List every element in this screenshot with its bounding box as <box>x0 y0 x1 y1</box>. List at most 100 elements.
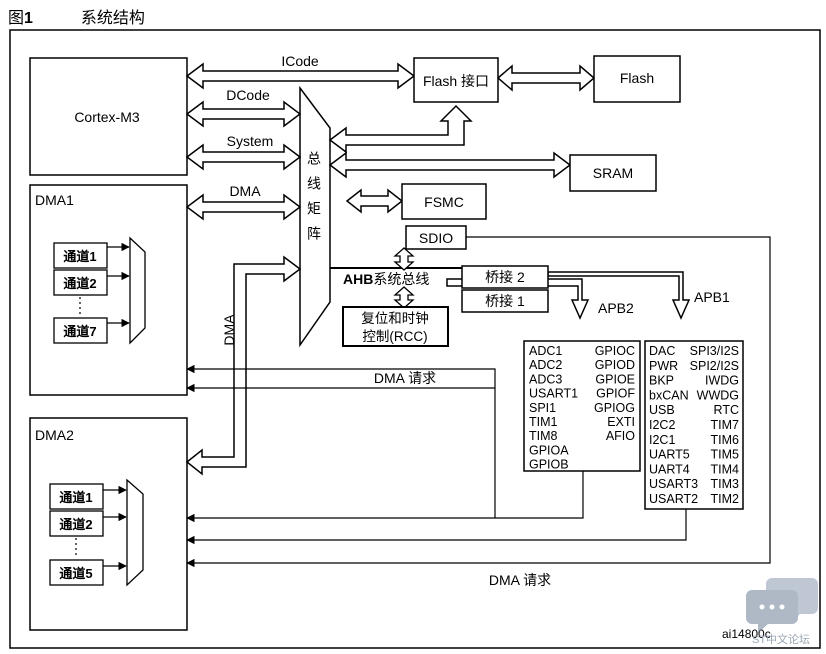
bus-matrix-char-1: 总 <box>307 151 321 167</box>
fsmc-label: FSMC <box>424 194 464 210</box>
apb1-peripheral-tim2: TIM2 <box>711 492 740 506</box>
apb1-peripheral-spi2-i2s: SPI2/I2S <box>690 359 739 373</box>
apb2-peripheral-tim8: TIM8 <box>529 429 558 443</box>
dma2-channel-5-box <box>49 559 104 586</box>
apb2-peripheral-tim1: TIM1 <box>529 415 558 429</box>
dma-request-line-3 <box>186 509 687 545</box>
dma-request-line-1 <box>186 364 496 518</box>
system-label: System <box>227 133 274 149</box>
flash-interface-box <box>413 57 499 103</box>
apb2-peripheral-gpiob: GPIOB <box>529 458 569 472</box>
apb1-peripheral-usart2: USART2 <box>649 492 698 506</box>
apb2-peripheral-adc3: ADC3 <box>529 372 562 386</box>
figure-title: 图1 系统结构 <box>8 4 145 28</box>
sram-box <box>569 154 657 192</box>
figure-title-number: 1 <box>24 10 33 27</box>
flash-link-arrow <box>496 64 596 92</box>
dma2-channel-1-box <box>49 483 104 510</box>
apb2-peripheral-adc1: ADC1 <box>529 344 562 358</box>
apb1-peripheral-rtc: RTC <box>714 403 739 417</box>
cortex-m3-label: Cortex-M3 <box>74 109 140 125</box>
outer-frame <box>9 29 821 649</box>
apb1-peripheral-spi3-i2s: SPI3/I2S <box>690 344 739 358</box>
dma-request-label-bottom: DMA 请求 <box>489 572 551 588</box>
apb1-peripheral-bxcan: bxCAN <box>649 388 689 402</box>
figure-title-prefix: 图 <box>8 10 25 27</box>
apb1-label: APB1 <box>694 289 730 305</box>
dma-request-line-4 <box>186 236 771 568</box>
apb1-bus-arrow <box>547 271 691 320</box>
flash-label: Flash <box>620 70 654 86</box>
dma-vertical-label: DMA <box>221 314 237 346</box>
dma2-channel-2-box <box>49 510 104 537</box>
apb1-peripheral-i2c1: I2C1 <box>649 433 675 447</box>
apb2-peripheral-gpiog: GPIOG <box>594 401 635 415</box>
bridge1-label: 桥接 1 <box>485 293 525 309</box>
apb2-peripheral-adc2: ADC2 <box>529 358 562 372</box>
system-bus-arrow <box>185 143 302 171</box>
apb1-peripheral-tim5: TIM5 <box>711 448 740 462</box>
bus-matrix-char-2: 线 <box>307 176 321 192</box>
apb2-peripheral-gpiod: GPIOD <box>595 358 635 372</box>
apb2-peripheral-afio: AFIO <box>606 429 635 443</box>
sdio-label: SDIO <box>419 230 453 246</box>
apb2-peripheral-usart1: USART1 <box>529 387 578 401</box>
apb1-peripheral-iwdg: IWDG <box>705 374 739 388</box>
apb1-peripheral-uart4: UART4 <box>649 462 690 476</box>
dma1-channel-1-label: 通道1 <box>63 249 96 264</box>
ahb-bus-label-rest: 系统总线 <box>373 271 429 287</box>
apb1-peripheral-uart5: UART5 <box>649 448 690 462</box>
apb2-peripheral-spi1: SPI1 <box>529 401 556 415</box>
apb1-peripheral-tim3: TIM3 <box>711 477 740 491</box>
bus-matrix-char-4: 阵 <box>307 226 321 242</box>
ahb-bus-label: AHB系统总线 <box>343 271 429 287</box>
dma1-channel-7-label: 通道7 <box>63 324 96 339</box>
figure-title-text: 系统结构 <box>80 10 145 27</box>
flash-box <box>593 55 681 103</box>
apb1-peripherals-left: DACPWRBKPbxCANUSBI2C2I2C1UART5UART4USART… <box>649 344 698 506</box>
bridge2-box <box>461 265 549 289</box>
dcode-label: DCode <box>226 87 270 103</box>
bus-matrix-char-3: 矩 <box>307 201 321 217</box>
dma1-channel-1-box <box>53 242 108 269</box>
sram-bus-arrow <box>328 151 572 179</box>
apb1-peripheral-usart3: USART3 <box>649 477 698 491</box>
bridge2-label: 桥接 2 <box>485 269 525 285</box>
apb2-peripheral-gpioc: GPIOC <box>595 344 635 358</box>
rcc-label-line2: 控制(RCC) <box>362 329 427 344</box>
dma-bus-label: DMA <box>229 183 261 199</box>
rcc-label-line1: 复位和时钟 <box>361 310 429 326</box>
dma2-block <box>29 417 188 631</box>
bus-matrix-block <box>299 85 331 348</box>
fsmc-box <box>401 183 487 220</box>
dma-request-line-2 <box>186 471 584 523</box>
watermark-label: ST中文论坛 <box>752 634 811 646</box>
apb2-peripheral-exti: EXTI <box>607 415 635 429</box>
apb1-peripheral-wwdg: WWDG <box>697 388 739 402</box>
dma1-channel-7-box <box>53 317 108 344</box>
dma1-arbiter <box>129 236 146 345</box>
apb2-peripheral-gpioa: GPIOA <box>529 443 569 457</box>
apb1-peripheral-usb: USB <box>649 403 675 417</box>
icode-label: ICode <box>281 53 319 69</box>
sdio-ahb-arrow <box>393 247 415 271</box>
apb1-peripheral-pwr: PWR <box>649 359 678 373</box>
bus-matrix-label: 总 线 矩 阵 <box>307 151 321 242</box>
dma2-channel-5-label: 通道5 <box>59 566 92 581</box>
dma1-channel-2-box <box>53 269 108 296</box>
apb1-peripheral-tim4: TIM4 <box>711 462 740 476</box>
apb1-peripherals-right: SPI3/I2SSPI2/I2SIWDGWWDGRTCTIM7TIM6TIM5T… <box>690 344 739 506</box>
dma1-dma2-bus-arrow <box>185 255 302 476</box>
apb1-peripheral-dac: DAC <box>649 344 675 358</box>
fsmc-bus-arrow <box>345 188 404 214</box>
dma-request-label-top: DMA 请求 <box>374 370 436 386</box>
flash-interface-label: Flash 接口 <box>423 73 489 89</box>
dma2-channel-2-label: 通道2 <box>59 517 92 532</box>
apb2-peripheral-block <box>523 340 641 472</box>
apb1-peripheral-tim7: TIM7 <box>711 418 740 432</box>
rcc-box <box>342 306 449 347</box>
dma2-channel-1-label: 通道1 <box>59 490 92 505</box>
